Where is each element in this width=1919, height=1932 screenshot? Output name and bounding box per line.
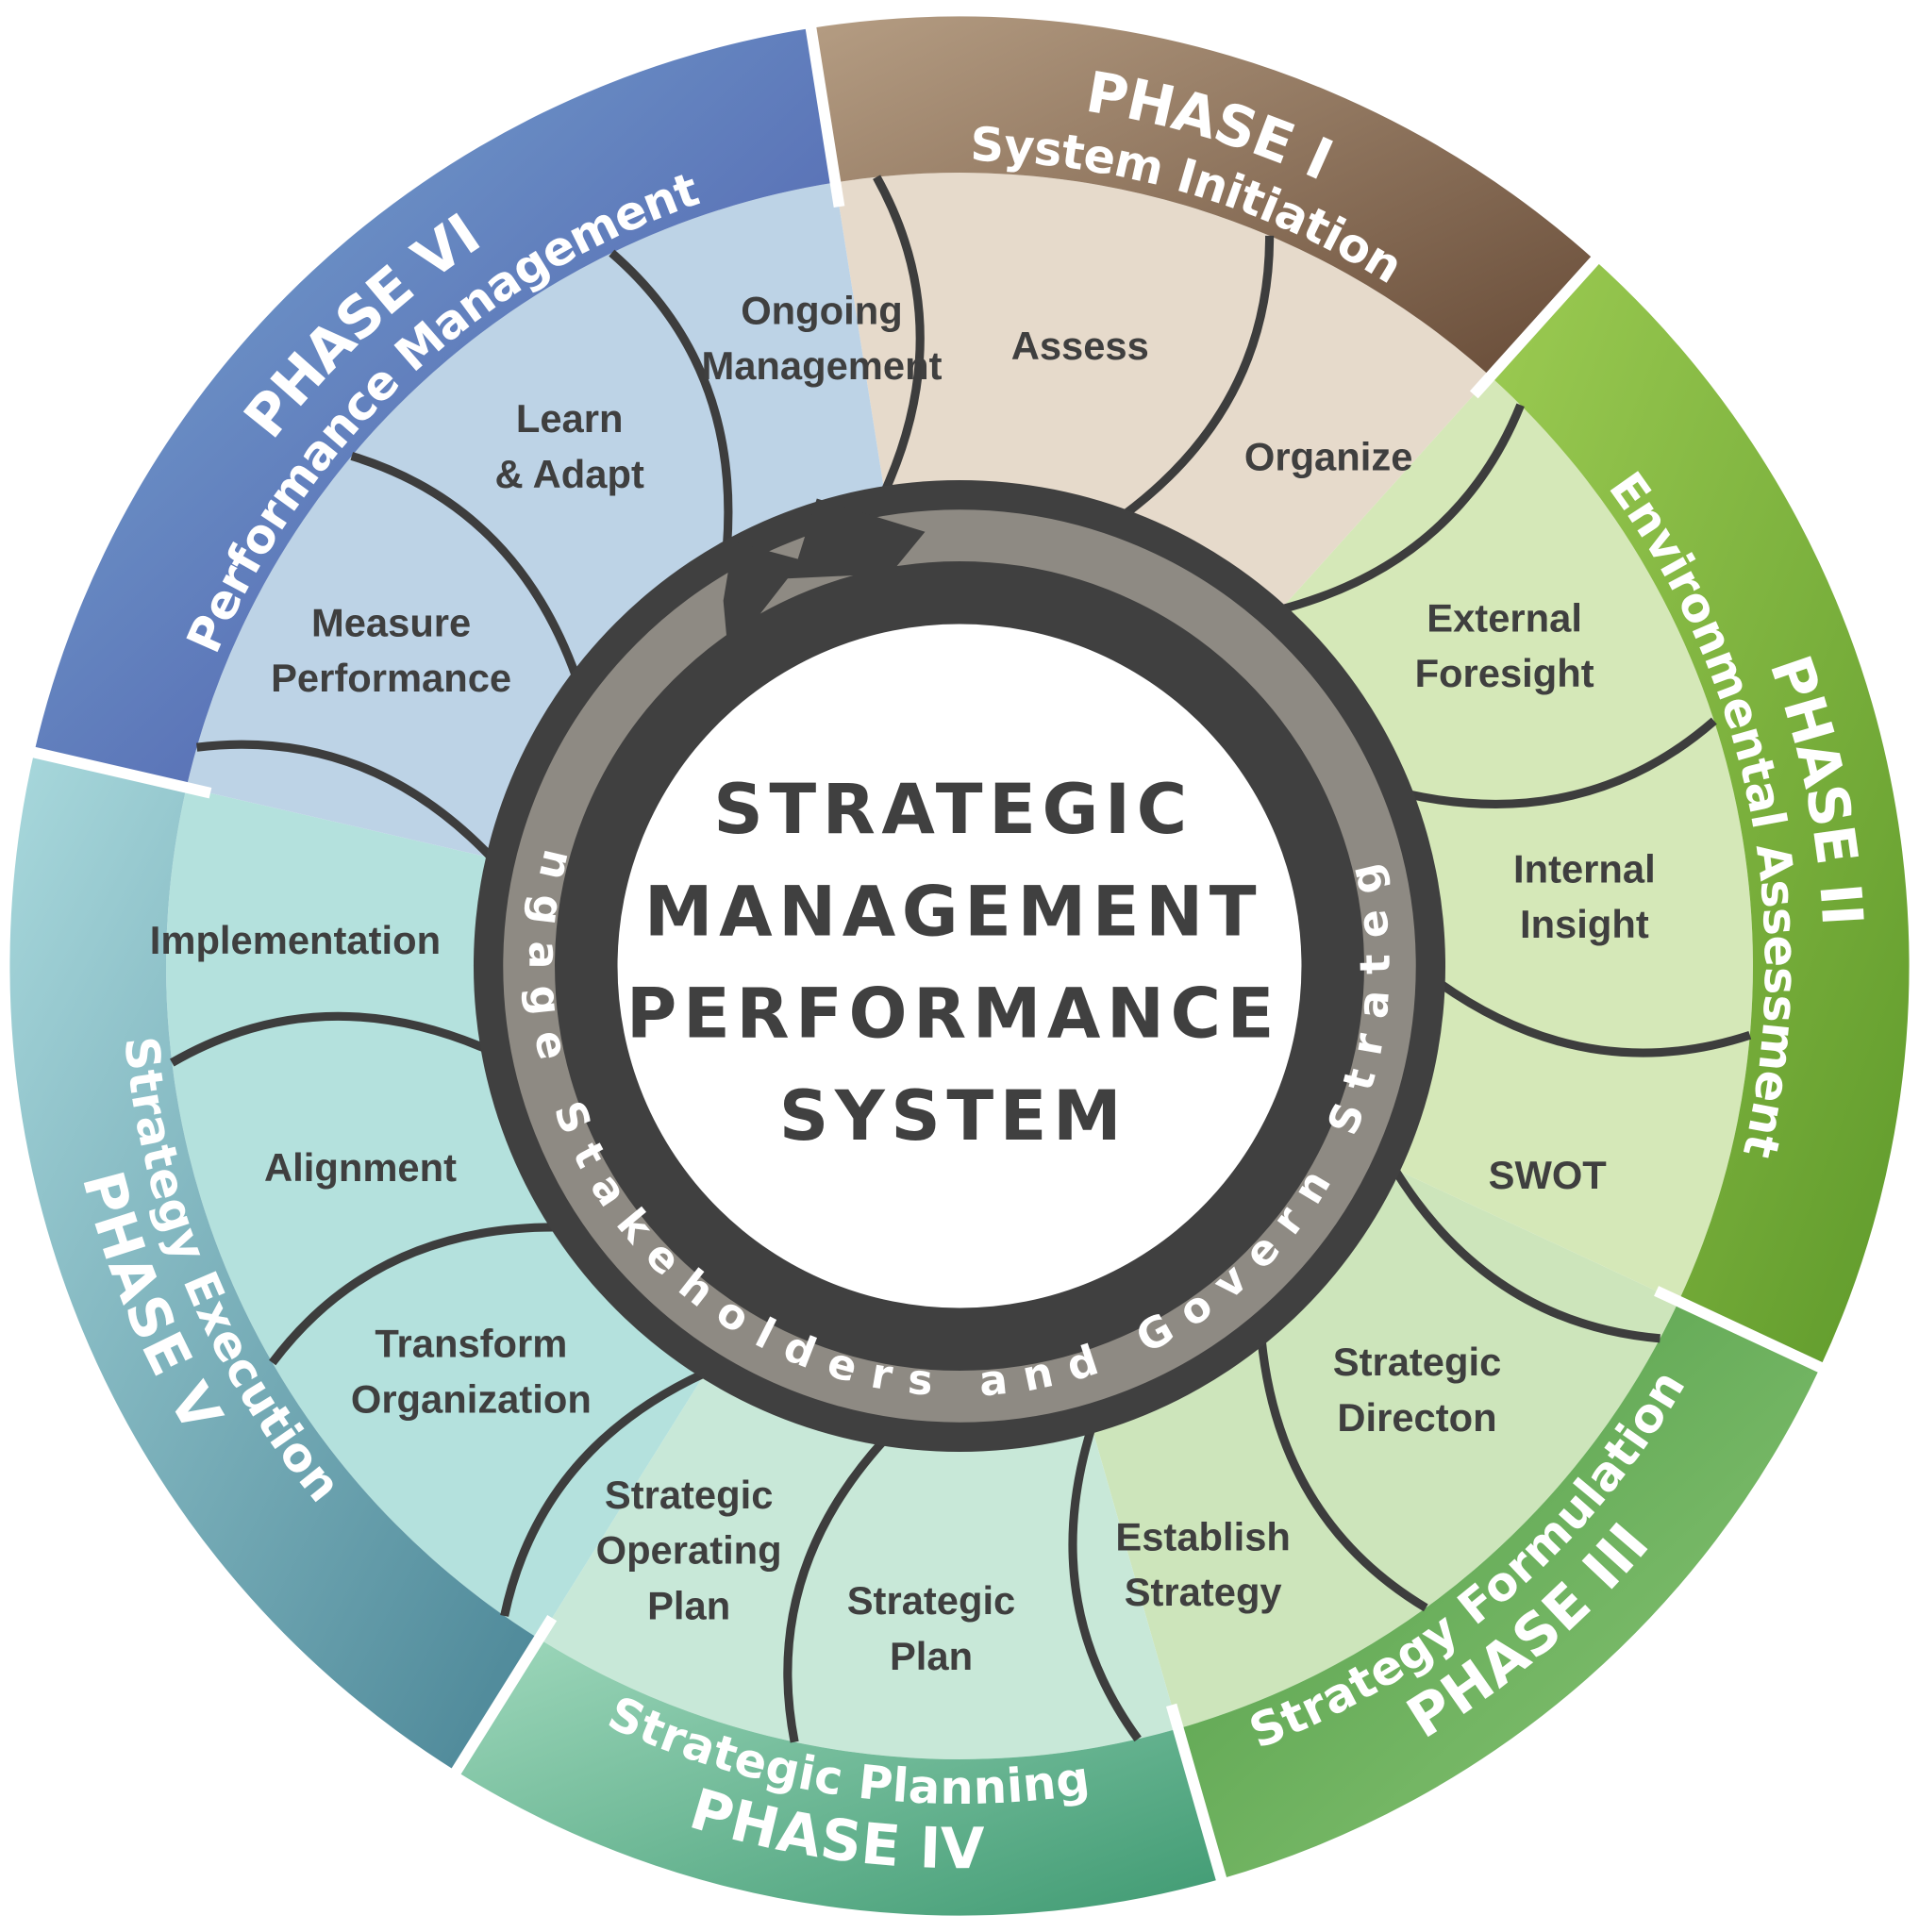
phase-1-segment-area <box>835 173 1491 624</box>
step-label: Learn& Adapt <box>494 396 643 496</box>
item-divider <box>609 249 733 547</box>
item-divider <box>1406 717 1717 808</box>
item-divider <box>269 1223 558 1366</box>
center-line-2: MANAGEMENT <box>644 872 1262 952</box>
phase-4-band <box>456 1639 1222 1916</box>
phase-gap <box>1469 252 1604 399</box>
phase-boundary-divider <box>1279 403 1525 614</box>
phase-gap <box>1165 1703 1228 1887</box>
step-label: Assess <box>1011 324 1149 368</box>
item-divider <box>783 1437 888 1743</box>
item-divider <box>1257 1338 1428 1612</box>
phase-sectors <box>9 16 1910 1916</box>
gray-cycle-ring <box>503 509 1416 1423</box>
center-line-4: SYSTEM <box>779 1076 1127 1157</box>
phase-gap <box>804 21 845 208</box>
phase-gap <box>1654 1286 1828 1375</box>
phase-boundary-divider <box>873 175 925 494</box>
center-circle <box>617 624 1302 1308</box>
phase-boundary-divider <box>1390 1166 1660 1343</box>
center-title: STRATEGIC MANAGEMENT PERFORMANCE SYSTEM <box>626 770 1280 1157</box>
item-divider <box>1121 235 1275 519</box>
phase-5-segment-area <box>166 787 715 1640</box>
center-line-1: STRATEGIC <box>713 770 1193 850</box>
phase-boundary-divider <box>1068 1425 1142 1742</box>
item-divider <box>1436 979 1752 1058</box>
item-divider <box>170 1011 490 1067</box>
dividers <box>26 21 1828 1887</box>
phase-gap <box>448 1614 558 1780</box>
step-label: Implementation <box>150 918 441 962</box>
phase-3-band <box>1177 1301 1821 1879</box>
phase-2-segment-area <box>1268 376 1753 1302</box>
cycle-arrow-tail-icon <box>723 541 803 656</box>
phase-gap <box>26 745 212 799</box>
step-label: SWOT <box>1489 1153 1608 1197</box>
step-label: Organize <box>1244 435 1413 479</box>
phase-5-band <box>9 752 540 1772</box>
center-line-3: PERFORMANCE <box>626 974 1280 1055</box>
phase-boundary-divider <box>196 740 495 861</box>
item-divider <box>350 452 581 679</box>
phase-6-band <box>34 27 836 788</box>
cycle-arrow-head-icon <box>787 498 926 579</box>
phase-6-segment-area <box>186 182 888 863</box>
phase-boundary-divider <box>500 1369 708 1617</box>
phase-4-segment-area <box>539 1357 1178 1759</box>
step-label: Alignment <box>264 1145 457 1190</box>
phase-2-band <box>1490 259 1910 1368</box>
phase-1-band <box>810 16 1595 377</box>
